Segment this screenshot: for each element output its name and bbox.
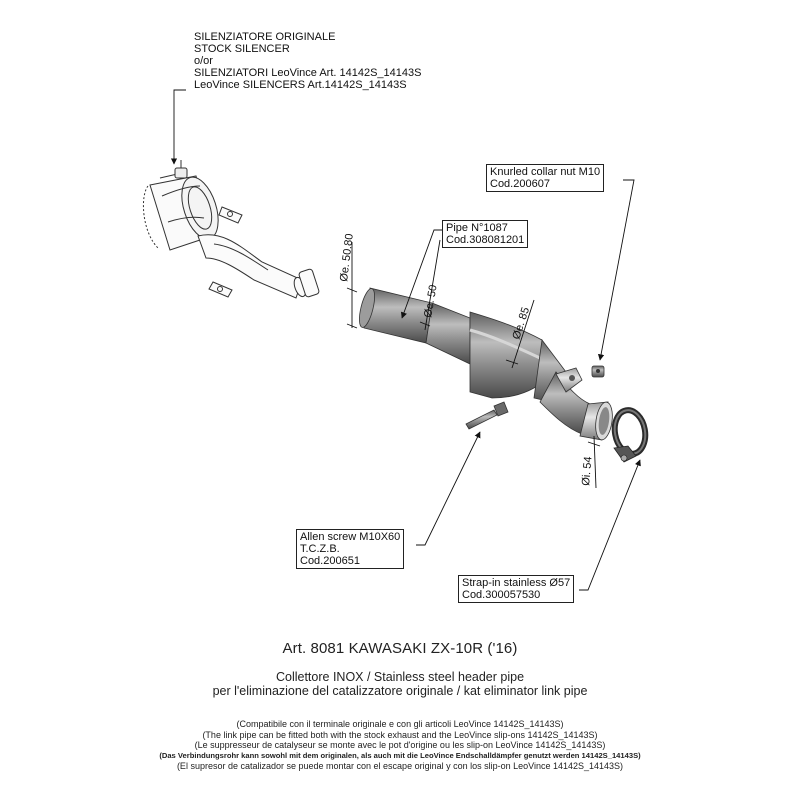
pipe-callout-line-1: Pipe N°1087 — [446, 222, 508, 234]
silencer-callout-line-4: SILENZIATORI LeoVince Art. 14142S_14143S — [194, 67, 422, 79]
dimension-label-4: Øi. 54 — [580, 456, 595, 486]
pipe-callout-line-2: Cod.308081201 — [446, 234, 525, 246]
compat-note-es: (El supresor de catalizador se puede mon… — [176, 761, 624, 772]
allen-screw-callout-line-3: Cod.200651 — [300, 555, 360, 567]
silencer-callout-line-1: SILENZIATORE ORIGINALE — [194, 31, 336, 43]
product-description: Collettore INOX / Stainless steel header… — [0, 670, 800, 698]
collar-nut-callout-line-2: Cod.200607 — [490, 178, 550, 190]
allen-screw-callout-line-2: T.C.Z.B. — [300, 543, 340, 555]
strap-callout-line-2: Cod.300057530 — [462, 589, 541, 601]
link-pipe-drawing — [359, 287, 613, 441]
compat-note-de: (Das Verbindungsrohr kann sowohl mit dem… — [159, 750, 641, 760]
silencer-callout-line-2: STOCK SILENCER — [194, 43, 290, 55]
stock-silencer-drawing — [142, 160, 219, 251]
silencer-callout-line-3: o/or — [194, 55, 213, 67]
strap-clamp-drawing — [611, 407, 649, 463]
pipe-callout: Pipe N°1087 Cod.308081201 — [442, 220, 529, 248]
dimension-label-1: Øe. 50.80 — [338, 233, 356, 282]
compat-note-fr: (Le suppresseur de catalyseur se monte a… — [194, 740, 606, 751]
allen-screw-drawing — [465, 401, 509, 430]
silencer-callout: SILENZIATORE ORIGINALE STOCK SILENCER o/… — [194, 31, 421, 91]
article-title: Art. 8081 KAWASAKI ZX-10R ('16) — [282, 640, 518, 657]
allen-screw-callout-line-1: Allen screw M10X60 — [300, 531, 401, 543]
compatibility-notes: (Compatibile con il terminale originale … — [0, 719, 800, 772]
compat-note-it: (Compatibile con il terminale originale … — [236, 719, 564, 729]
collar-nut-callout-line-1: Knurled collar nut M10 — [490, 166, 601, 178]
strap-callout: Strap-in stainless Ø57 Cod.300057530 — [458, 575, 575, 603]
leader-lines — [170, 89, 641, 591]
stock-link-pipe-drawing — [197, 206, 320, 299]
collar-nut-drawing — [591, 365, 605, 378]
silencer-callout-line-5: LeoVince SILENCERS Art.14142S_14143S — [194, 79, 407, 91]
dimension-label-2: Øe. 50 — [422, 284, 440, 319]
description-line-1: Collettore INOX / Stainless steel header… — [275, 670, 525, 684]
description-line-2: per l'eliminazione del catalizzatore ori… — [212, 684, 588, 698]
compat-note-en: (The link pipe can be fitted both with t… — [202, 729, 598, 740]
allen-screw-callout: Allen screw M10X60 T.C.Z.B. Cod.200651 — [296, 529, 405, 569]
collar-nut-callout: Knurled collar nut M10 Cod.200607 — [486, 164, 605, 192]
dimension-lines — [346, 239, 601, 489]
strap-callout-line-1: Strap-in stainless Ø57 — [462, 577, 571, 589]
